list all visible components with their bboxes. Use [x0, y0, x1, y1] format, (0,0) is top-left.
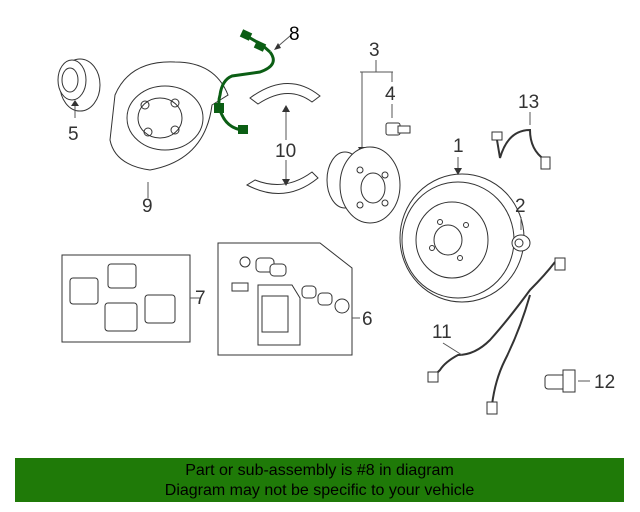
part-10-parking-shoe-upper[interactable] — [249, 83, 321, 105]
part-13-brake-hose[interactable] — [491, 128, 551, 170]
callout-4[interactable]: 4 — [385, 84, 396, 105]
part-7-pad-set[interactable] — [61, 254, 191, 343]
callout-13[interactable]: 13 — [518, 92, 539, 113]
callout-9[interactable]: 9 — [142, 196, 153, 217]
callout-1[interactable]: 1 — [453, 136, 464, 157]
callout-3[interactable]: 3 — [369, 40, 380, 61]
callout-7[interactable]: 7 — [195, 288, 206, 309]
part-8-wire-harness[interactable] — [214, 29, 275, 134]
part-2-plug[interactable] — [511, 234, 531, 252]
callout-12[interactable]: 12 — [594, 372, 615, 393]
part-1-brake-rotor[interactable] — [399, 173, 525, 303]
callout-2[interactable]: 2 — [515, 196, 526, 217]
callout-5[interactable]: 5 — [68, 124, 79, 145]
callout-11[interactable]: 11 — [432, 322, 452, 343]
part-6-caliper-assembly[interactable] — [217, 242, 353, 356]
part-3-hub-bearing[interactable] — [326, 146, 401, 224]
part-5-seal[interactable] — [57, 58, 101, 112]
part-9-backing-plate[interactable] — [109, 61, 229, 171]
part-11-sensor-harness[interactable] — [427, 257, 566, 415]
part-10-parking-shoe-lower[interactable] — [245, 171, 319, 194]
part-4-hub-bolt[interactable] — [385, 122, 411, 136]
parts-diagram: 5 9 8 10 3 4 — [57, 24, 615, 415]
part-12-speed-sensor[interactable] — [544, 369, 576, 393]
callout-10[interactable]: 10 — [275, 141, 296, 162]
diagram-notice-banner: Part or sub-assembly is #8 in diagram Di… — [15, 458, 624, 502]
callout-8[interactable]: 8 — [289, 24, 300, 45]
banner-line-1: Part or sub-assembly is #8 in diagram — [185, 462, 454, 479]
banner-line-2: Diagram may not be specific to your vehi… — [164, 482, 475, 499]
callout-6[interactable]: 6 — [362, 309, 373, 330]
